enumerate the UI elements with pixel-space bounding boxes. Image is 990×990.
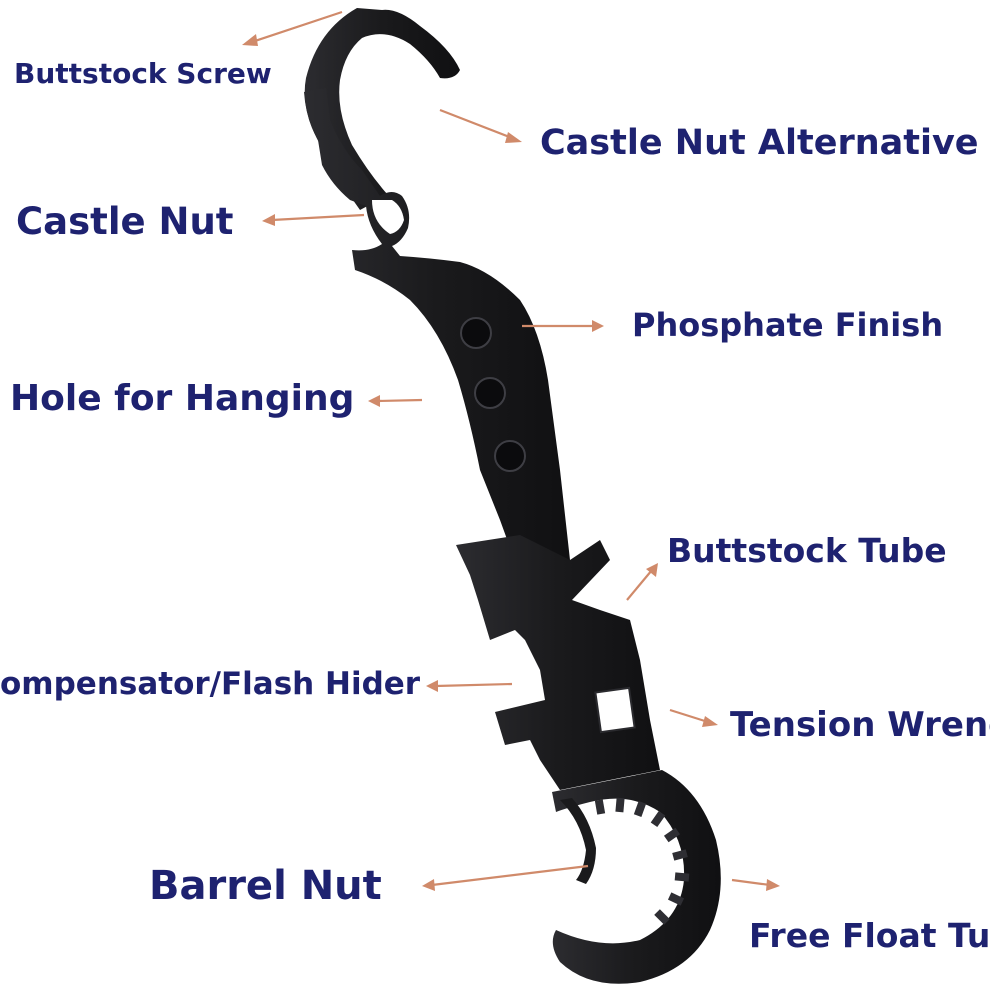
label-buttstock-tube: Buttstock Tube [667, 531, 947, 570]
label-free-float-tube: Free Float Tub [749, 916, 990, 955]
arrow-compensator-flash-hider [426, 680, 513, 692]
arrow-phosphate-finish [522, 320, 604, 332]
hanging-hole-3 [494, 440, 526, 472]
hanging-hole-1 [460, 317, 492, 349]
arrow-buttstock-screw [242, 10, 343, 46]
label-castle-nut: Castle Nut [16, 200, 234, 243]
label-phosphate-finish: Phosphate Finish [632, 306, 944, 344]
label-tension-wrench: Tension Wrenc [730, 705, 990, 745]
arrow-castle-nut [262, 213, 365, 226]
label-hole-for-hanging: Hole for Hanging [10, 378, 355, 419]
label-buttstock-screw: Buttstock Screw [14, 57, 272, 90]
arrow-castle-nut-alternative [439, 108, 522, 143]
bottom-hook [552, 770, 721, 984]
arrow-tension-wrench [669, 708, 718, 727]
label-castle-nut-alternative: Castle Nut Alternative [540, 123, 979, 163]
arrow-free-float-tube [731, 878, 780, 891]
castle-nut-notch [372, 200, 404, 234]
arrow-hole-for-hanging [368, 395, 423, 407]
tension-wrench-square [594, 686, 636, 734]
arrow-barrel-nut [422, 864, 589, 891]
label-compensator-flash-hider: ompensator/Flash Hider [0, 666, 421, 702]
label-barrel-nut: Barrel Nut [149, 863, 382, 909]
barrel-nut-teeth [594, 797, 690, 925]
bottom-hook-prong [560, 798, 596, 884]
arrow-buttstock-tube [626, 563, 658, 601]
hanging-hole-2 [474, 377, 506, 409]
